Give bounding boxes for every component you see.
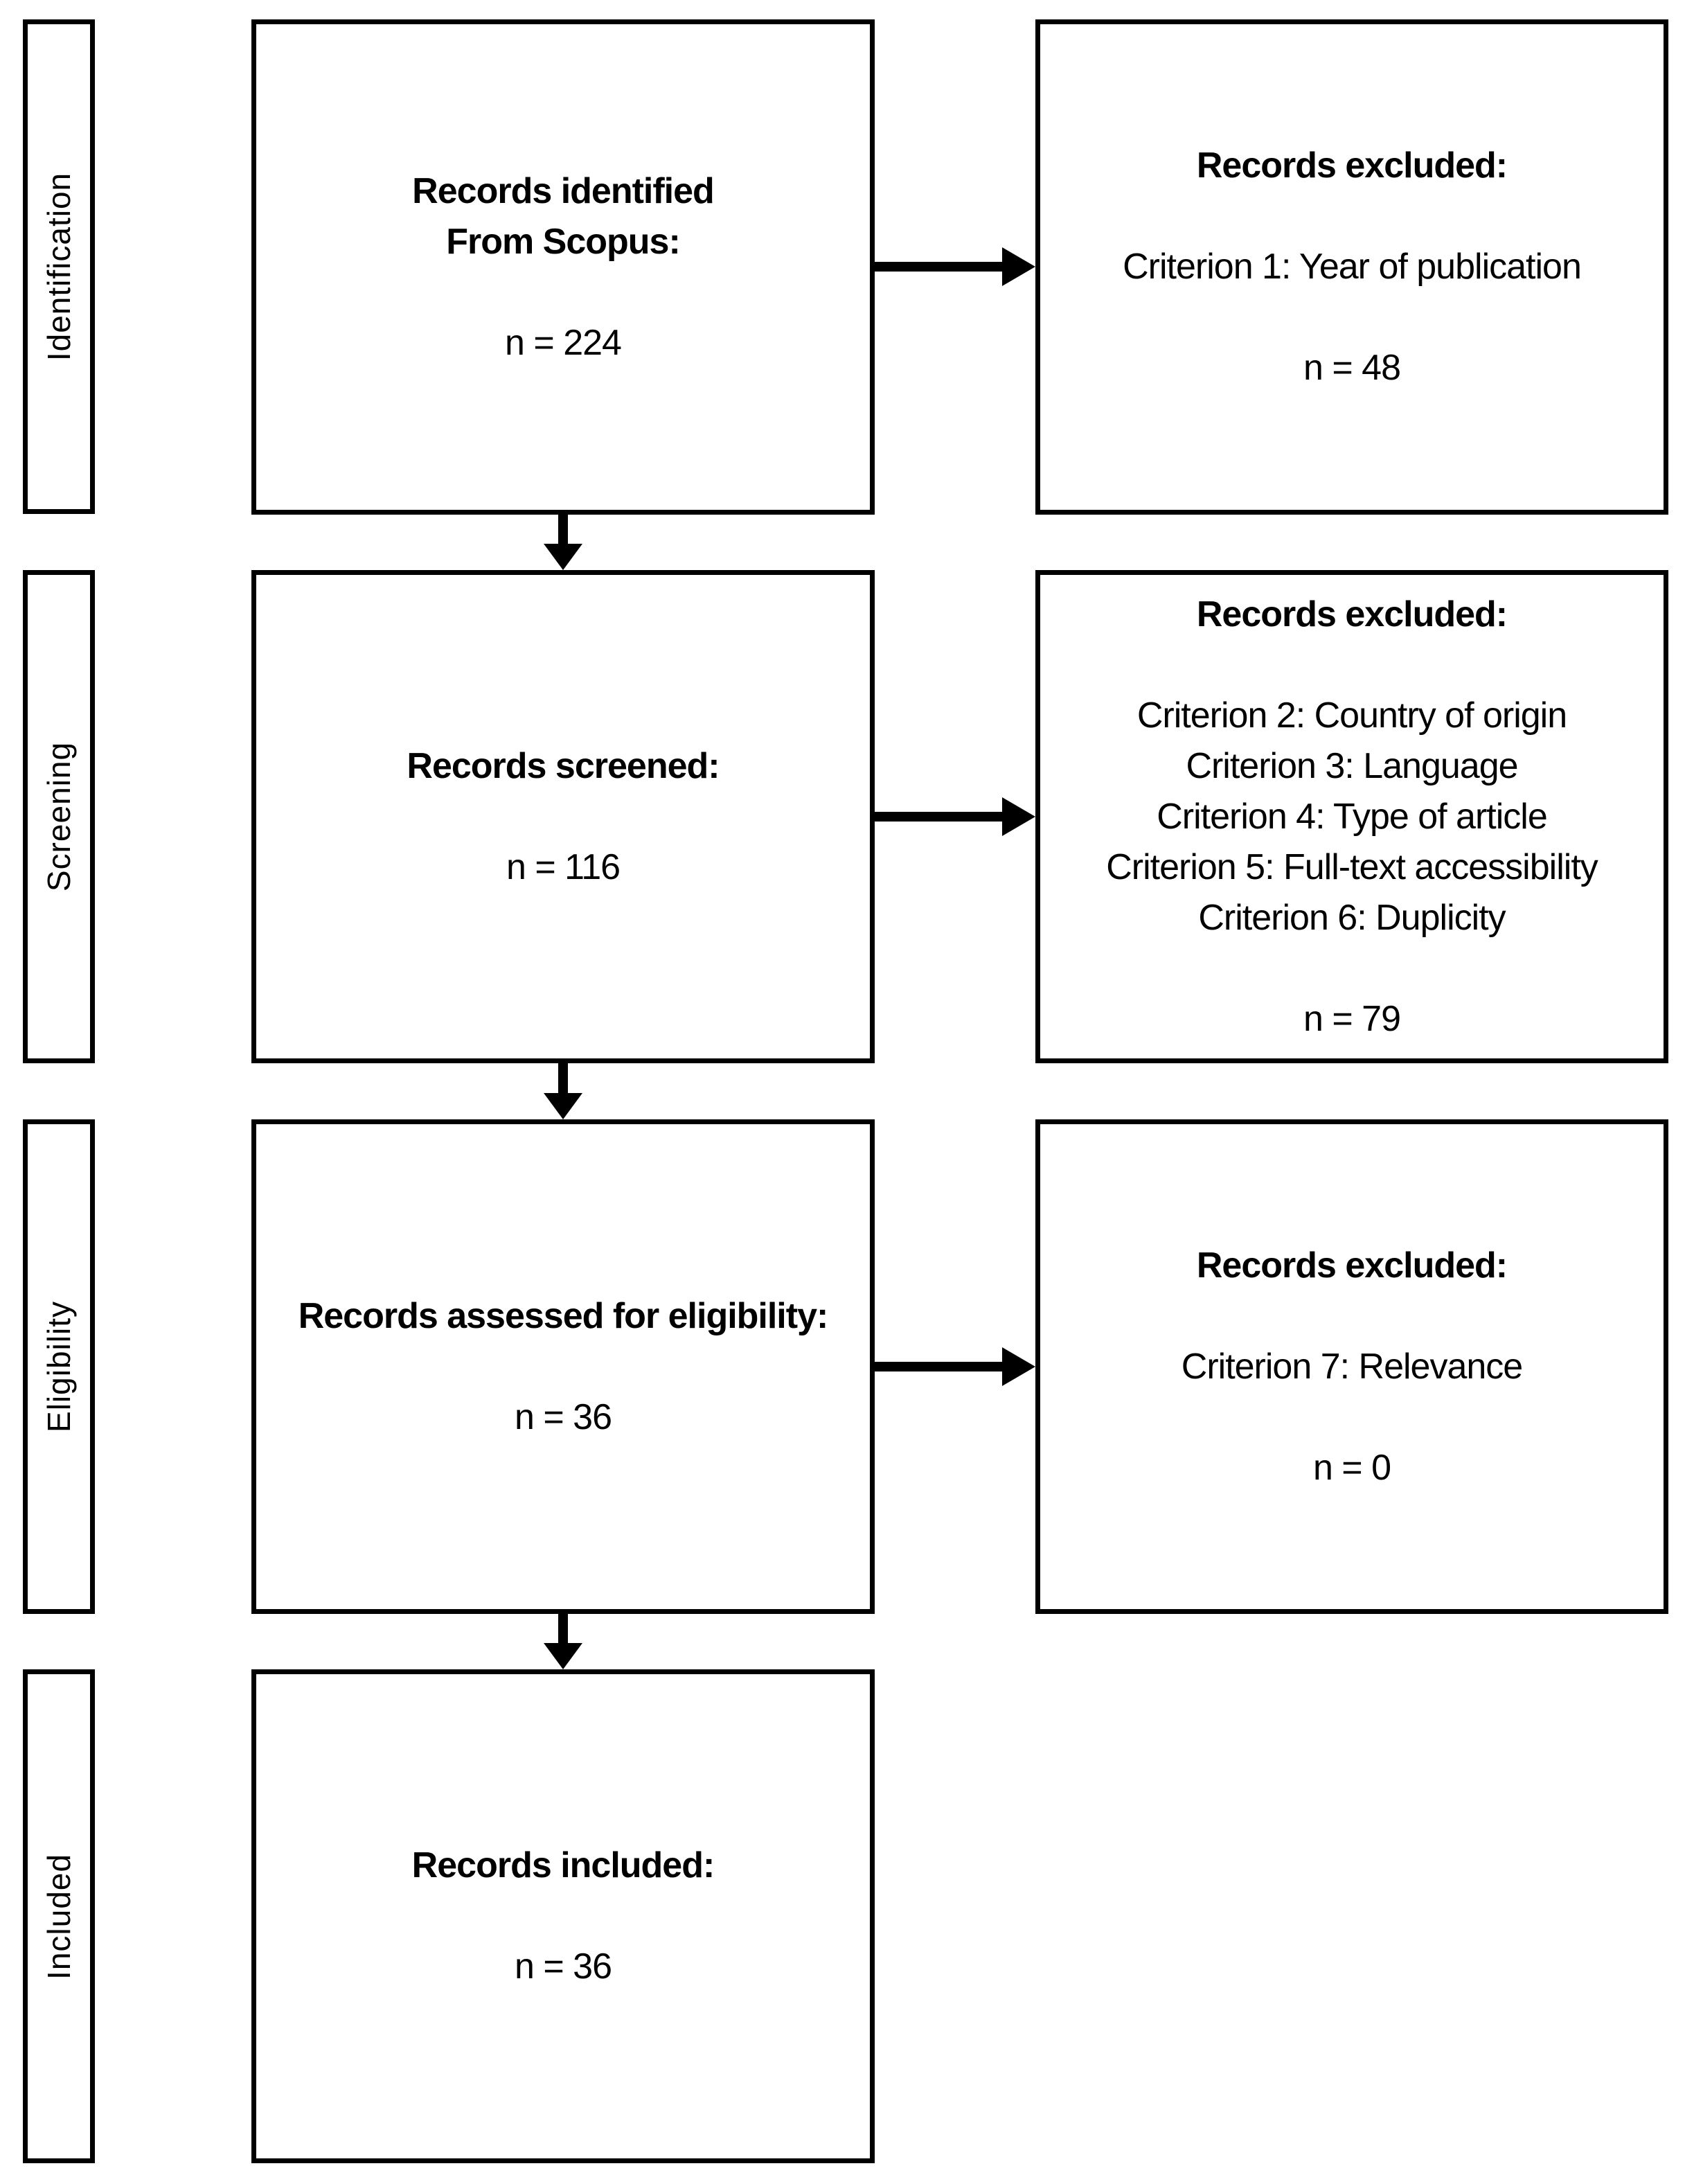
arrow-identified-to-screened	[544, 515, 582, 570]
arrow-stem	[875, 262, 1002, 272]
records-excluded-1-title: Records excluded:	[1196, 145, 1508, 186]
stage-screening-label: Screening	[41, 741, 78, 892]
criterion-2: Criterion 2: Country of origin	[1136, 695, 1567, 736]
arrow-assessed-to-excluded-3	[875, 1347, 1035, 1386]
records-assessed-title: Records assessed for eligibility:	[298, 1295, 829, 1336]
box-records-assessed: Records assessed for eligibility: n = 36	[251, 1119, 875, 1614]
stage-eligibility: Eligibility	[23, 1119, 95, 1614]
arrow-stem	[558, 1063, 568, 1094]
box-records-included: Records included: n = 36	[251, 1669, 875, 2163]
box-records-screened: Records screened: n = 116	[251, 570, 875, 1063]
arrow-right-head	[1002, 797, 1035, 836]
stage-eligibility-label: Eligibility	[41, 1301, 78, 1432]
records-included-count: n = 36	[514, 1946, 612, 1987]
records-excluded-2-title: Records excluded:	[1196, 594, 1508, 634]
arrow-stem	[558, 1614, 568, 1644]
stage-identification-label: Identification	[41, 172, 77, 362]
criterion-6: Criterion 6: Duplicity	[1198, 897, 1506, 938]
stage-included-label: Included	[41, 1853, 78, 1980]
records-excluded-3-title: Records excluded:	[1196, 1245, 1508, 1286]
arrow-right-head	[1002, 247, 1035, 286]
records-excluded-3-count: n = 0	[1312, 1447, 1391, 1488]
criterion-7: Criterion 7: Relevance	[1181, 1346, 1523, 1387]
arrow-identified-to-excluded-1	[875, 247, 1035, 286]
arrow-down-head	[544, 544, 582, 570]
box-records-identified: Records identified From Scopus: n = 224	[251, 19, 875, 515]
stage-identification: Identification	[23, 19, 95, 514]
criterion-4: Criterion 4: Type of article	[1157, 796, 1548, 837]
criterion-3: Criterion 3: Language	[1186, 745, 1518, 786]
arrow-screened-to-excluded-2	[875, 797, 1035, 836]
records-screened-count: n = 116	[506, 846, 621, 887]
arrow-stem	[875, 1362, 1002, 1371]
stage-included: Included	[23, 1669, 95, 2163]
records-identified-title-line2: From Scopus:	[446, 221, 681, 262]
records-assessed-count: n = 36	[514, 1396, 612, 1437]
arrow-screened-to-assessed	[544, 1063, 582, 1119]
criterion-1: Criterion 1: Year of publication	[1123, 247, 1582, 287]
records-excluded-1-count: n = 48	[1303, 348, 1401, 388]
arrow-stem	[558, 515, 568, 545]
records-identified-count: n = 224	[505, 322, 622, 363]
records-screened-title: Records screened:	[407, 745, 720, 786]
box-records-excluded-1: Records excluded: Criterion 1: Year of p…	[1035, 19, 1668, 515]
records-identified-title-line1: Records identified	[412, 170, 715, 211]
arrow-down-head	[544, 1643, 582, 1669]
arrow-stem	[875, 812, 1002, 822]
records-included-title: Records included:	[411, 1845, 715, 1885]
arrow-assessed-to-included	[544, 1614, 582, 1669]
arrow-down-head	[544, 1093, 582, 1119]
box-records-excluded-3: Records excluded: Criterion 7: Relevance…	[1035, 1119, 1668, 1614]
stage-screening: Screening	[23, 570, 95, 1063]
criterion-5: Criterion 5: Full-text accessibility	[1106, 846, 1598, 887]
arrow-right-head	[1002, 1347, 1035, 1386]
records-excluded-2-count: n = 79	[1303, 998, 1401, 1039]
box-records-excluded-2: Records excluded: Criterion 2: Country o…	[1035, 570, 1668, 1063]
